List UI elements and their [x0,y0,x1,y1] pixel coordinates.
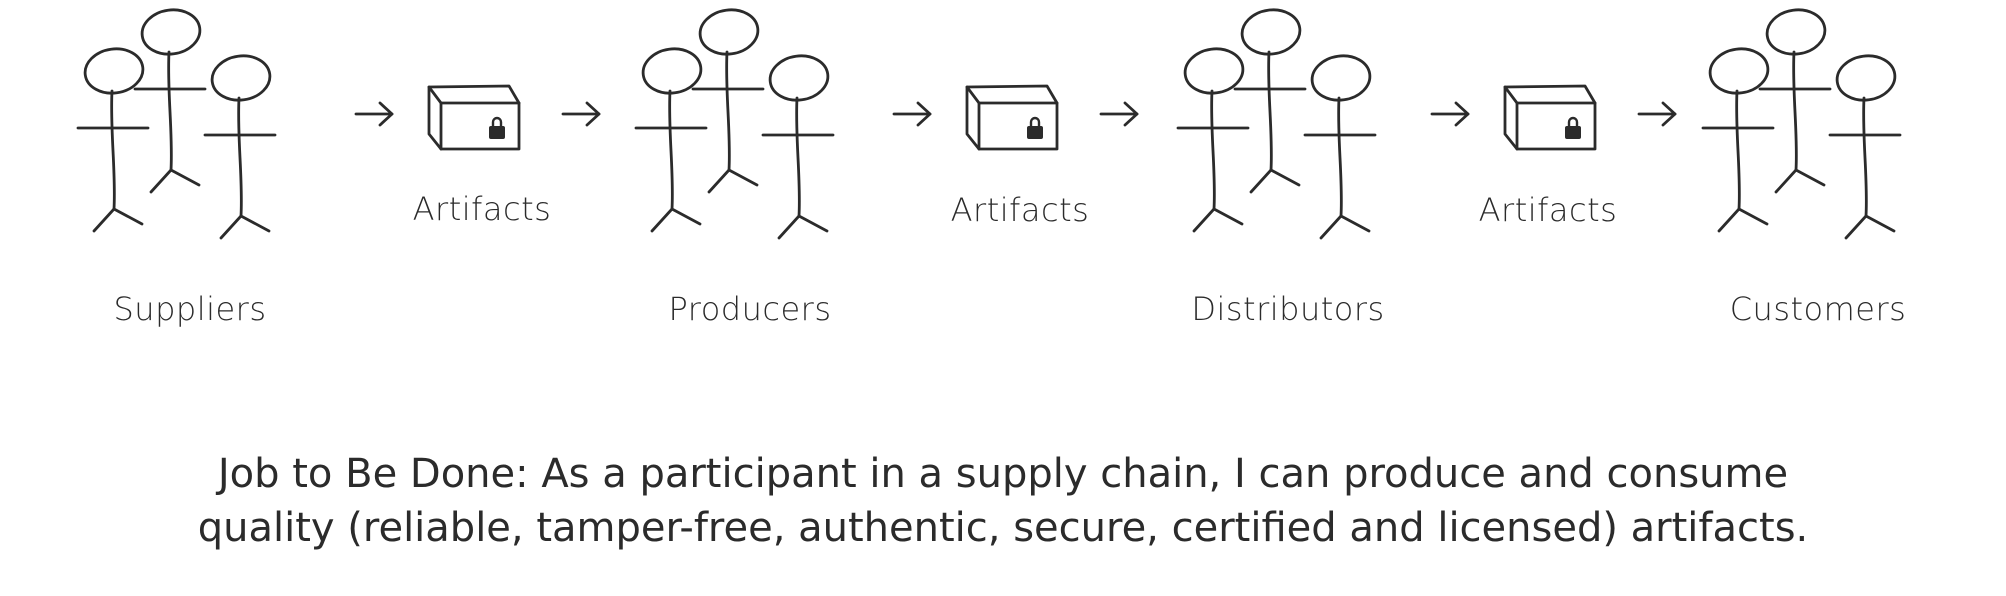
stick-figure-icon [1233,8,1307,194]
statement-line-1: Job to Be Done: As a participant in a su… [217,451,1789,497]
locked-box-icon [1503,84,1597,151]
participant-group-producers [634,8,835,240]
statement-line-2: quality (reliable, tamper-free, authenti… [197,505,1809,551]
stick-figure-icon [1701,47,1775,233]
arrow-right-icon [354,101,394,127]
stick-figure-icon [1828,54,1902,240]
stick-figure-icon [1758,8,1832,194]
participant-group-suppliers [76,8,277,240]
artifact-label-1: Artifacts [412,190,552,228]
participant-label-customers: Customers [1729,290,1907,328]
participant-label-producers: Producers [668,290,832,328]
stick-figure-icon [691,8,765,194]
stick-figure-icon [634,47,708,233]
arrow-right-icon [1099,101,1139,127]
stick-figure-icon [133,8,207,194]
job-to-be-done-statement: Job to Be Done: As a participant in a su… [53,447,1953,555]
participant-group-customers [1701,8,1902,240]
stick-figure-icon [203,54,277,240]
arrow-right-icon [1430,101,1470,127]
stick-figure-icon [761,54,835,240]
participant-label-distributors: Distributors [1191,290,1385,328]
stick-figure-icon [1176,47,1250,233]
stick-figure-icon [1303,54,1377,240]
arrow-right-icon [561,101,601,127]
participant-group-distributors [1176,8,1377,240]
locked-box-icon [427,84,521,151]
artifact-label-2: Artifacts [950,191,1090,229]
artifact-label-3: Artifacts [1478,191,1618,229]
stick-figure-icon [76,47,150,233]
participant-label-suppliers: Suppliers [113,290,267,328]
arrow-right-icon [892,101,932,127]
locked-box-icon [965,84,1059,151]
arrow-right-icon [1637,101,1677,127]
